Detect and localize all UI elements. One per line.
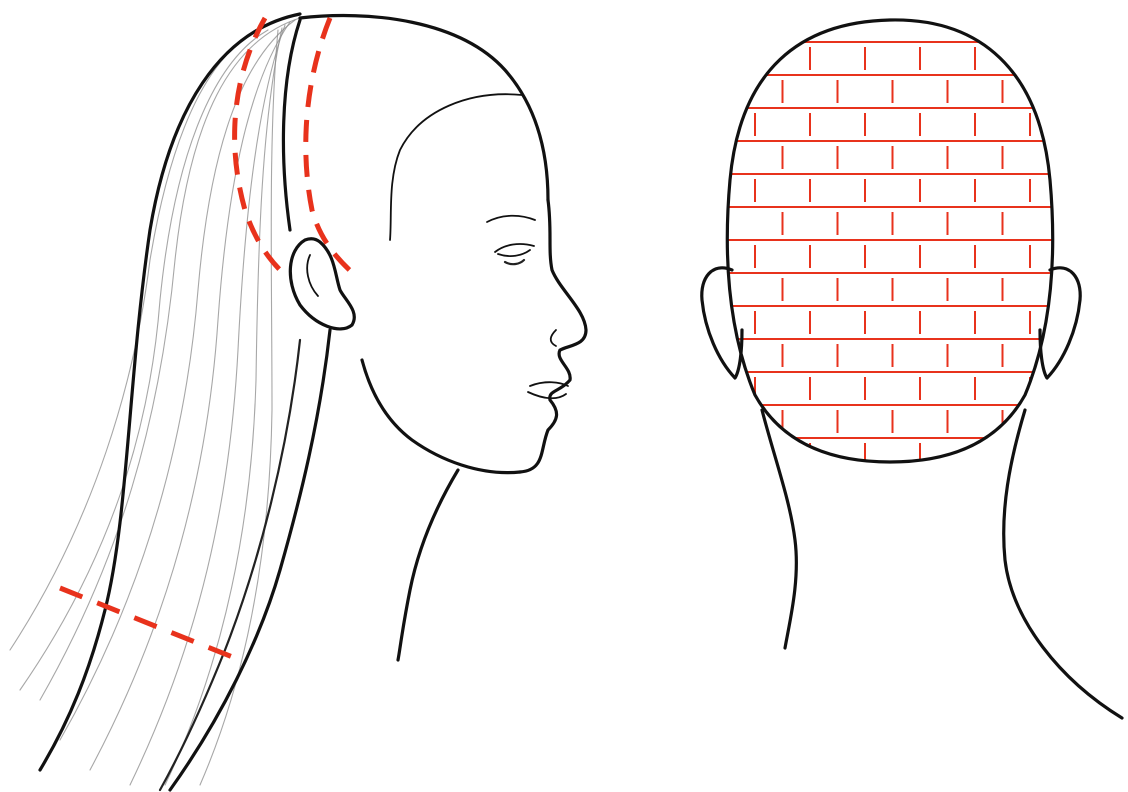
section-line-front (306, 18, 355, 275)
brick-section-grid (700, 42, 1080, 466)
left-ear (702, 268, 742, 378)
jaw-line (362, 360, 520, 473)
hairline (390, 94, 522, 240)
side-profile-head (10, 14, 586, 790)
neck-right (1004, 410, 1122, 718)
ear (290, 239, 354, 329)
hair-strands (10, 18, 300, 785)
back-head (700, 20, 1122, 718)
neck-left (762, 410, 796, 648)
neck-front (398, 470, 458, 660)
nostril (551, 330, 556, 346)
hair-length-guide (60, 588, 240, 660)
head-top-outline (300, 16, 548, 200)
eyebrow (487, 216, 535, 222)
lips (528, 382, 568, 398)
hair-back-outline (40, 14, 300, 770)
back-of-head-line (283, 20, 300, 230)
eye (495, 244, 534, 256)
face-profile (520, 200, 586, 472)
